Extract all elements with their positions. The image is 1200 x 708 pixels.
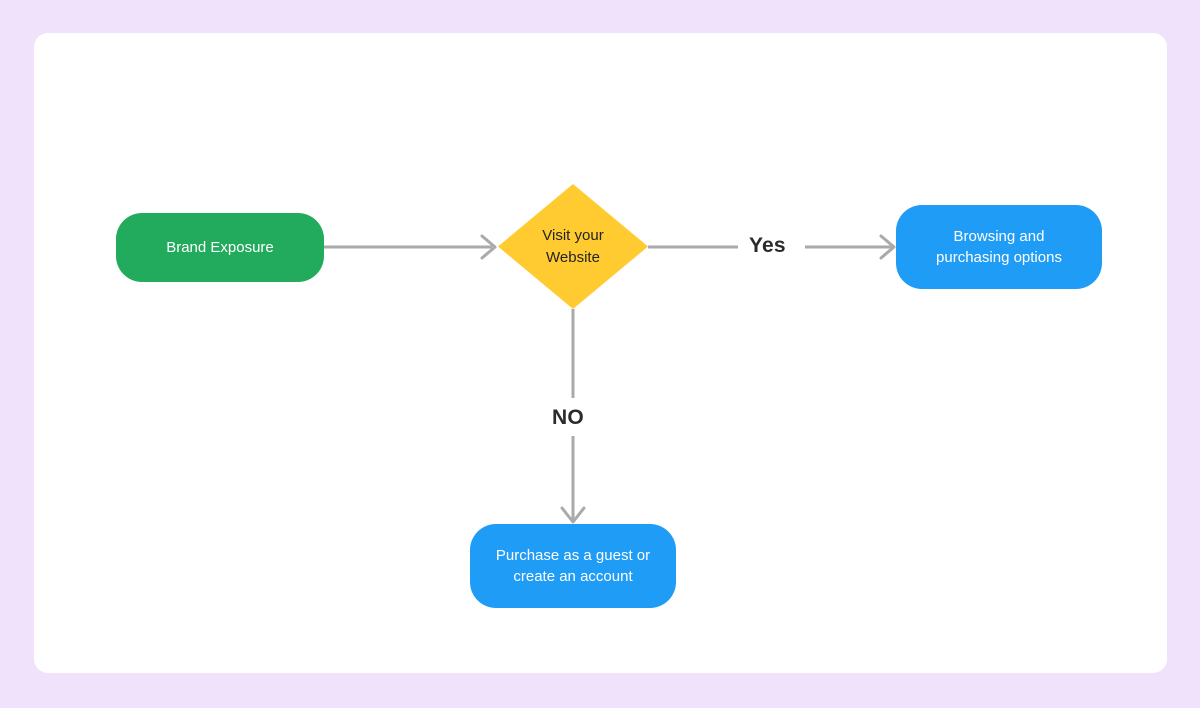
node-label: Purchase as a guest or create an account [495,546,651,585]
edge-start-to-decision [324,234,497,260]
flowchart-node-visit-your-website[interactable]: Visit your Website [498,184,648,309]
flowchart-node-browsing-and-purchasing-options[interactable]: Browsing and purchasing options [896,205,1102,289]
node-label: Brand Exposure [166,238,274,256]
flowchart-node-brand-exposure[interactable]: Brand Exposure [116,213,324,282]
edge-label-no: NO [552,406,584,429]
diamond-shape [498,184,648,309]
flowchart-node-purchase-as-guest-or-create-account[interactable]: Purchase as a guest or create an account [470,524,676,608]
edge-label-yes: Yes [749,234,786,257]
node-label: Browsing and purchasing options [936,227,1062,266]
node-label: Visit your Website [542,227,604,266]
